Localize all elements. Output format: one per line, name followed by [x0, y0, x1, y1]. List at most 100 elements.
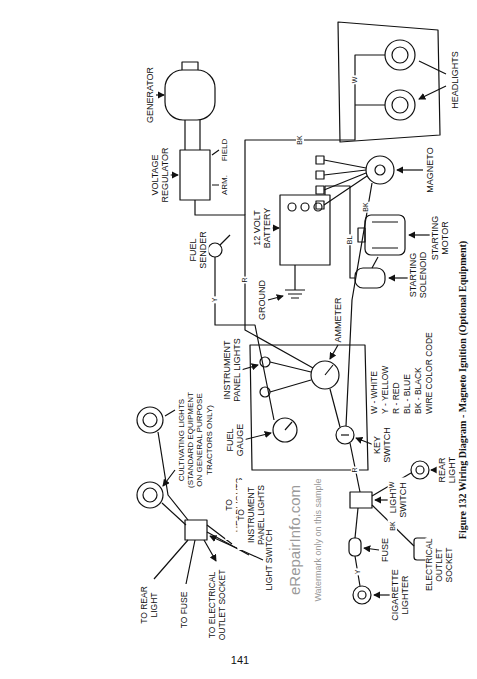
- terminal-label: FIELD: [220, 138, 229, 163]
- lead-label: TO ELECTRICAL OUTLET SOCKET: [208, 568, 228, 643]
- wire-color-code: Y: [354, 569, 362, 576]
- part-label: FUSE: [380, 537, 390, 563]
- cigarette-lighter: [353, 586, 371, 604]
- page-number: 141: [230, 654, 250, 667]
- cultivating-light: [143, 488, 157, 502]
- magneto: [375, 165, 385, 175]
- lead-label: TO REAR LIGHT: [140, 583, 160, 628]
- battery: [301, 203, 309, 211]
- light-switch: [185, 520, 207, 540]
- lead-label: TO INSTRUMENT PANEL LIGHTS: [237, 480, 266, 550]
- ammeter: [311, 361, 339, 389]
- wire-color-code: BK: [362, 201, 370, 212]
- wire-color-code: W: [388, 481, 396, 490]
- wire: [185, 120, 200, 150]
- leader-line: [163, 410, 175, 486]
- part-label: REAR LIGHT: [437, 455, 458, 485]
- ammeter: [311, 361, 339, 389]
- color-code-entry: Y - YELLOW: [381, 315, 391, 415]
- magneto: [366, 156, 394, 184]
- wire: [330, 183, 372, 492]
- wire: [195, 200, 313, 368]
- generator: [182, 62, 198, 70]
- leader-line: [397, 169, 423, 170]
- key-switch: [336, 426, 354, 444]
- headlights: [338, 22, 440, 142]
- terminal-label: ARM.: [220, 174, 229, 196]
- part-label: FUEL SENDER: [188, 228, 209, 273]
- headlights: [338, 22, 440, 142]
- wire-color-code: R: [241, 276, 249, 283]
- part-label: LIGHT SWITCH: [265, 529, 275, 592]
- cigarette-lighter: [353, 586, 371, 604]
- instrument-panel: [250, 345, 368, 470]
- key-switch: [336, 426, 354, 444]
- starting-motor: [372, 222, 398, 248]
- starting-motor: [365, 215, 405, 255]
- leader-line: [419, 61, 446, 99]
- part-label: GENERATOR: [145, 66, 155, 124]
- watermark: Watermark only on this sample: [313, 477, 323, 602]
- fuel-sender: [220, 235, 230, 245]
- battery: [280, 195, 330, 265]
- wire-color-code: BK: [296, 134, 304, 145]
- leader-line: [330, 345, 338, 359]
- part-label: CIGARETTE LIGHTER: [390, 565, 411, 625]
- cigarette-lighter: [358, 591, 366, 599]
- spark-plug: [316, 171, 324, 179]
- color-code-entry: R - RED: [392, 315, 402, 415]
- headlights: [385, 90, 415, 120]
- cultivating-light: [137, 482, 163, 508]
- wiring-illustration: [137, 22, 446, 604]
- leader-line: [243, 433, 271, 440]
- fuel-gauge: [273, 418, 297, 442]
- part-label: 12 VOLT BATTERY: [252, 203, 273, 253]
- part-label: AMMETER: [333, 297, 343, 344]
- leader-line: [364, 548, 379, 550]
- battery: [314, 203, 322, 211]
- figure-caption: Figure 132 Wiring Diagram - Magneto Igni…: [457, 241, 469, 539]
- fuel-sender: [208, 243, 222, 257]
- headlights: [385, 40, 415, 70]
- part-label: GROUND: [257, 279, 267, 321]
- fuse: [349, 538, 361, 556]
- wire: [215, 257, 274, 420]
- wire-color-code: BK: [389, 520, 397, 531]
- color-code-entry: BK - BLACK: [414, 315, 424, 415]
- rear-light: [411, 461, 429, 479]
- color-code-entry: BL - BLUE: [403, 315, 413, 415]
- rear-light: [411, 461, 429, 479]
- rear-light: [416, 466, 424, 474]
- wire: [355, 508, 358, 538]
- wire: [372, 257, 378, 268]
- battery: [288, 203, 296, 211]
- wire: [270, 362, 311, 392]
- wire-color-code: R: [351, 466, 359, 473]
- wire-color-code: Y: [211, 297, 219, 304]
- wire-color-code: W: [351, 76, 359, 85]
- leader-line: [268, 296, 283, 300]
- fuel-sender: [208, 235, 230, 257]
- cultivating-light: [143, 413, 157, 427]
- voltage-regulator: [180, 150, 210, 200]
- part-label: STARTING SOLENOID: [408, 246, 429, 305]
- ammeter: [325, 365, 333, 375]
- panel-light: [260, 387, 270, 397]
- generator: [165, 70, 215, 120]
- part-label: ELECTRICAL OUTLET SOCKET: [425, 538, 454, 592]
- part-note: CULTIVATING LIGHTS (STANDARD EQUIPMENT O…: [177, 390, 214, 490]
- cultivating-light: [137, 407, 163, 433]
- part-label: HEADLIGHTS: [450, 50, 460, 110]
- headlights: [392, 47, 408, 63]
- battery: [280, 195, 330, 265]
- part-label: MAGNETO: [425, 146, 435, 193]
- panel-light: [260, 357, 270, 367]
- watermark: eRepairInfo.com: [286, 484, 303, 596]
- headlights: [392, 97, 408, 113]
- key-switch: [341, 434, 349, 435]
- part-label: STARTING MOTOR: [430, 215, 451, 262]
- spark-plug: [316, 156, 324, 164]
- starting-solenoid: [355, 268, 385, 288]
- wire-color-code: BL: [346, 235, 354, 246]
- generator: [165, 62, 215, 120]
